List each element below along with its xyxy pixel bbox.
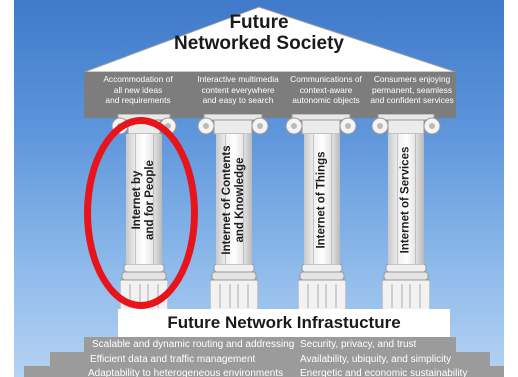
foundation-item: Efficient data and traffic management bbox=[90, 354, 256, 365]
column-capital-services bbox=[371, 114, 441, 135]
frieze-text: Accommodation of bbox=[103, 74, 173, 84]
foundation-item: Scalable and dynamic routing and address… bbox=[92, 339, 295, 350]
frieze-cell-services: Consumers enjoying permanent, seamless a… bbox=[368, 74, 456, 118]
foundation-step-1: Scalable and dynamic routing and address… bbox=[84, 337, 456, 352]
frieze-text: all new ideas bbox=[113, 84, 163, 95]
foundation-item: Availability, ubiquity, and simplicity bbox=[300, 354, 452, 365]
frieze-cell-things: Communications of context-aware autonomi… bbox=[284, 74, 368, 118]
foundation-title: Future Network Infrastucture bbox=[118, 309, 450, 337]
frieze-text: autonomic objects bbox=[292, 95, 360, 105]
column-capital-things bbox=[285, 114, 357, 135]
foundation-step-2: Efficient data and traffic management Av… bbox=[50, 352, 490, 366]
frieze-text: Consumers enjoying bbox=[373, 74, 451, 84]
diagram-title-line1: Future bbox=[229, 12, 289, 33]
pillar-label-services: Internet of Services bbox=[400, 147, 413, 254]
frieze-cell-contents: Interactive multimedia content everywher… bbox=[192, 74, 284, 118]
pillar-services: Internet of Services bbox=[388, 134, 424, 266]
column-base-contents bbox=[210, 264, 258, 310]
foundation-item: Security, privacy, and trust bbox=[300, 339, 417, 350]
frieze-text: Interactive multimedia bbox=[197, 74, 279, 84]
foundation-item: Energetic and economic sustainability bbox=[300, 368, 468, 377]
pillar-label-line: Internet of Things bbox=[315, 151, 328, 249]
frieze-band: Accommodation of all new ideas and requi… bbox=[84, 72, 456, 118]
column-base-services bbox=[382, 264, 430, 310]
column-capital-contents bbox=[197, 114, 269, 135]
frieze-text: Communications of bbox=[290, 74, 362, 84]
pillar-label-things: Internet of Things bbox=[316, 151, 329, 248]
pillar-label-line: Internet of Contents bbox=[221, 145, 233, 255]
frieze-text: context-aware bbox=[299, 84, 353, 95]
frieze-text: and confident services bbox=[370, 95, 454, 105]
frieze-text: and requirements bbox=[105, 95, 171, 105]
pillar-things: Internet of Things bbox=[304, 134, 340, 266]
pillar-label-contents: Internet of Contents and Knowledge bbox=[221, 145, 247, 254]
foundation-step-3: Adaptability to heterogeneous environmen… bbox=[24, 366, 504, 377]
highlight-ellipse bbox=[84, 117, 198, 309]
foundation-item: Adaptability to heterogeneous environmen… bbox=[88, 368, 284, 377]
pillar-label-line: Internet of Services bbox=[399, 146, 412, 254]
frieze-text: content everywhere bbox=[201, 84, 275, 95]
frieze-text: and easy to search bbox=[202, 95, 274, 105]
diagram-title-line2: Networked Society bbox=[174, 33, 344, 54]
frieze-text: permanent, seamless bbox=[371, 84, 453, 95]
frieze-cell-people: Accommodation of all new ideas and requi… bbox=[84, 74, 192, 118]
pillar-contents: Internet of Contents and Knowledge bbox=[216, 134, 252, 266]
column-base-things bbox=[298, 264, 346, 310]
pillar-label-line: and Knowledge bbox=[234, 157, 246, 243]
